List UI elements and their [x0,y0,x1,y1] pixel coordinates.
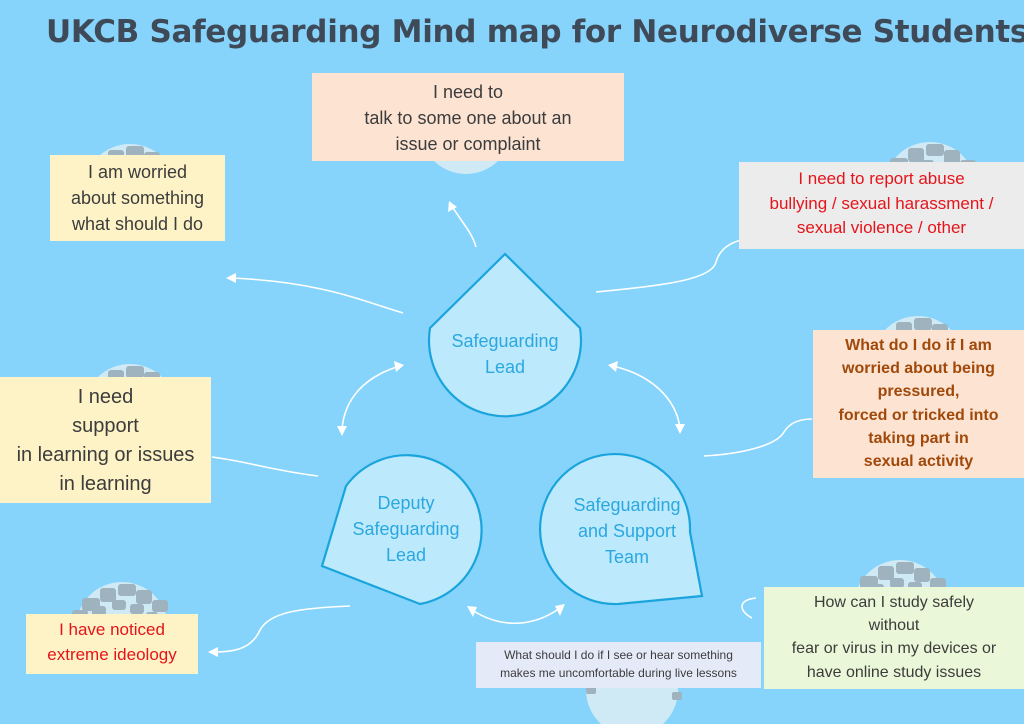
safeguarding-lead-label: Safeguarding Lead [430,328,580,380]
node-link-arrows [341,365,681,625]
box-line: fear or virus in my devices or [791,640,997,658]
box-line: taking part in [868,429,969,447]
box-line: What should I do if I see or hear someth… [504,648,733,662]
node-link-arrowheads [337,361,685,617]
live-lessons-box: What should I do if I see or hear someth… [476,642,761,688]
extreme-ideology-box: I have noticed extreme ideology [26,614,198,674]
box-line: forced or tricked into [838,406,999,424]
box-line: sexual activity [863,452,974,470]
connector-arrowheads [208,201,457,657]
box-line: How can I study safely [813,594,975,611]
safeguarding-lead-node [427,252,583,418]
box-line: I need to report abuse [798,169,965,188]
talk-to-someone-box: I need to talk to some one about an issu… [312,73,624,161]
pressured-box: What do I do if I am worried about being… [813,330,1024,478]
box-line: extreme ideology [47,644,177,664]
box-line: without [868,617,920,635]
study-safely-box: How can I study safely without fear or v… [764,587,1024,689]
box-line: sexual violence / other [796,218,967,238]
node-label-line: Team [604,547,649,568]
box-line: I need to [432,82,504,102]
box-line: makes me uncomfortable during live lesso… [500,666,737,680]
box-line: talk to some one about an [364,108,572,129]
learning-support-box: I need support in learning or issues in … [0,377,211,503]
node-label-line: and Support [577,521,677,542]
box-line: in learning [59,473,152,495]
box-line: have online study issues [806,663,982,681]
box-line: I am worried [87,162,188,182]
box-line: worried about being [842,360,995,378]
node-label-line: Safeguarding [451,331,559,351]
box-line: issue or complaint [395,134,541,155]
box-line: I need [77,386,134,408]
box-line: about something [70,188,205,209]
node-label-line: Lead [385,545,427,566]
node-label-line: Safeguarding [352,519,460,540]
box-line: What do I do if I am [845,337,992,354]
node-label-line: Safeguarding [573,495,681,515]
box-line: support [72,415,139,437]
connector-lines [211,205,813,653]
deputy-safeguarding-lead-label: Deputy Safeguarding Lead [332,490,480,568]
safeguarding-support-team-node [538,452,704,606]
box-line: in learning or issues [16,444,195,466]
safeguarding-support-team-label: Safeguarding and Support Team [552,492,702,570]
page-title: UKCB Safeguarding Mind map for Neurodive… [46,14,1024,50]
box-line: bullying / sexual harassment / [769,193,994,213]
deputy-safeguarding-lead-node [320,454,483,606]
worried-box: I am worried about something what should… [50,155,225,241]
node-label-line: Deputy [377,493,435,513]
box-line: pressured, [877,383,960,401]
box-line: I have noticed [59,620,165,639]
box-line: what should I do [71,214,204,235]
report-abuse-box: I need to report abuse bullying / sexual… [739,162,1024,249]
node-label-line: Lead [484,357,526,378]
